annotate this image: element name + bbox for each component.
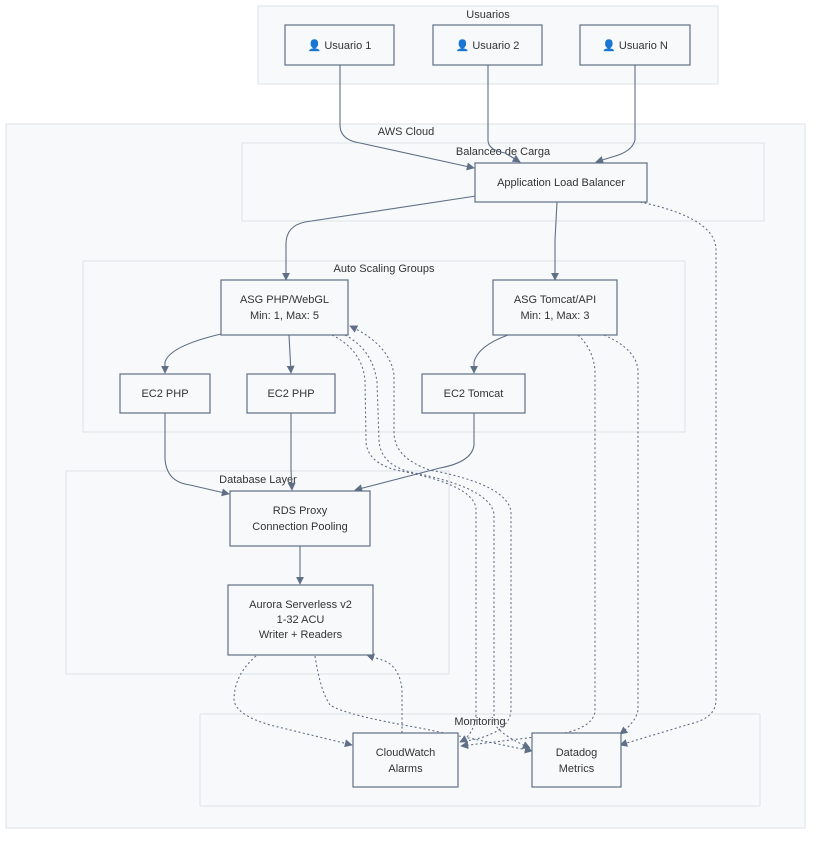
cluster-balanceo-label: Balanceo de Carga	[456, 146, 551, 158]
node-usuario-n-label: 👤 Usuario N	[602, 39, 668, 52]
edge-asg-php-ec2-php-2	[286, 334, 295, 374]
node-ec2-php-1-label: EC2 PHP	[141, 388, 188, 400]
edge-alb-asg-php	[282, 195, 477, 281]
edge-ec2-tomcat-rds-proxy	[354, 413, 475, 493]
cluster-asg-label: Auto Scaling Groups	[334, 263, 435, 275]
edge-asg-tomcat-ec2-tomcat	[470, 334, 509, 374]
cluster-monitoring: Monitoring	[199, 713, 761, 807]
node-datadog-line2: Metrics	[559, 763, 595, 775]
node-rds-proxy[interactable]: RDS Proxy Connection Pooling	[229, 490, 371, 547]
node-asg-php-webgl[interactable]: ASG PHP/WebGL Min: 1, Max: 5	[220, 279, 349, 336]
cluster-database-label: Database Layer	[219, 474, 297, 486]
edge-usuario2-alb	[487, 65, 521, 163]
node-asg-tomcat-line1: ASG Tomcat/API	[514, 294, 596, 306]
node-asg-php-line1: ASG PHP/WebGL	[240, 294, 329, 306]
edge-asg-php-ec2-php-1	[161, 333, 222, 374]
edge-usuario1-alb	[339, 65, 475, 171]
node-cloudwatch-alarms[interactable]: CloudWatch Alarms	[352, 732, 459, 788]
node-ec2-php-1[interactable]: EC2 PHP	[119, 373, 211, 414]
node-ec2-php-2-label: EC2 PHP	[267, 388, 314, 400]
edge-ec2-php-2-rds-proxy	[287, 413, 296, 491]
cluster-monitoring-label: Monitoring	[454, 716, 505, 728]
node-cloudwatch-line1: CloudWatch	[376, 747, 436, 759]
node-usuario-n[interactable]: 👤 Usuario N	[579, 24, 691, 66]
node-datadog-line1: Datadog	[556, 747, 598, 759]
node-ec2-tomcat-label: EC2 Tomcat	[444, 388, 504, 400]
node-aurora-line2: 1-32 ACU	[277, 614, 325, 626]
node-ec2-tomcat[interactable]: EC2 Tomcat	[421, 373, 526, 414]
cluster-usuarios-label: Usuarios	[466, 9, 510, 21]
node-aurora-line3: Writer + Readers	[259, 629, 343, 641]
cluster-aws-cloud-label: AWS Cloud	[378, 126, 434, 138]
edge-ec2-php-1-rds-proxy	[164, 413, 230, 497]
node-cloudwatch-line2: Alarms	[388, 763, 423, 775]
node-ec2-php-2[interactable]: EC2 PHP	[246, 373, 336, 414]
node-usuario-1-label: 👤 Usuario 1	[308, 39, 372, 52]
node-alb-label: Application Load Balancer	[497, 177, 625, 189]
edge-asg-tomcat-cloudwatch	[460, 334, 596, 750]
edge-asg-php-cloudwatch	[331, 334, 477, 743]
edge-asg-tomcat-datadog	[603, 334, 639, 735]
node-asg-tomcat-api[interactable]: ASG Tomcat/API Min: 1, Max: 3	[492, 279, 618, 336]
node-aurora-line1: Aurora Serverless v2	[249, 599, 352, 611]
node-usuario-1[interactable]: 👤 Usuario 1	[284, 24, 395, 66]
node-usuario-2-label: 👤 Usuario 2	[456, 39, 520, 52]
node-asg-tomcat-line2: Min: 1, Max: 3	[520, 310, 589, 322]
node-application-load-balancer[interactable]: Application Load Balancer	[474, 162, 648, 203]
edge-aurora-cloudwatch	[233, 655, 353, 748]
edge-usuarion-alb	[595, 65, 636, 164]
edge-asg-php-datadog	[344, 334, 531, 749]
edges	[161, 65, 717, 754]
node-aurora-serverless[interactable]: Aurora Serverless v2 1-32 ACU Writer + R…	[227, 584, 374, 656]
node-datadog-metrics[interactable]: Datadog Metrics	[531, 732, 622, 788]
edge-alb-asg-tomcat	[551, 201, 559, 281]
edge-cloudwatch-asg-php	[349, 325, 512, 743]
node-asg-php-line2: Min: 1, Max: 5	[250, 310, 319, 322]
edge-alb-datadog	[619, 201, 717, 747]
edge-cloudwatch-aurora	[366, 653, 403, 733]
node-usuario-2[interactable]: 👤 Usuario 2	[432, 24, 543, 66]
node-rds-proxy-line2: Connection Pooling	[252, 521, 347, 533]
node-rds-proxy-line1: RDS Proxy	[273, 505, 328, 517]
